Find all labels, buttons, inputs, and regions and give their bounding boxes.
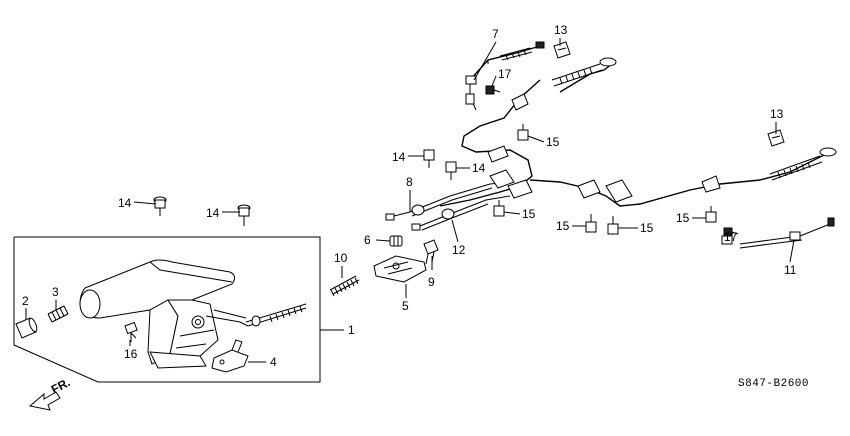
part-9-adjuster	[423, 239, 439, 265]
part-10-spring	[329, 275, 360, 297]
callout-15-b: 15	[522, 207, 536, 221]
callout-15-e: 15	[676, 211, 690, 225]
callout-2: 2	[22, 294, 29, 308]
callout-14-d: 14	[472, 161, 486, 175]
callout-17-b: 17	[724, 230, 738, 244]
right-cable-11	[529, 147, 837, 249]
callout-4: 4	[270, 355, 277, 369]
front-label: FR.	[49, 375, 73, 396]
clip-13-top	[553, 41, 571, 59]
callout-3: 3	[52, 285, 59, 299]
part-3-spring	[47, 305, 69, 323]
callout-15-c: 15	[556, 219, 570, 233]
callout-13-top: 13	[554, 23, 568, 37]
callout-12: 12	[452, 243, 466, 257]
callout-14-a: 14	[118, 196, 132, 210]
callout-16: 16	[124, 347, 138, 361]
leader-lines	[25, 38, 795, 363]
callout-6: 6	[364, 233, 371, 247]
callout-15-d: 15	[640, 221, 654, 235]
callout-11: 11	[784, 263, 797, 277]
front-direction-arrow: FR.	[28, 375, 73, 411]
callout-14-c: 14	[392, 150, 406, 164]
callout-9: 9	[428, 275, 435, 289]
diagram-code: S847-B2600	[738, 378, 809, 390]
part-6-nut	[389, 235, 403, 247]
callout-14-b: 14	[206, 206, 220, 220]
main-cable-8-12	[385, 57, 617, 231]
callout-8: 8	[406, 175, 413, 189]
callout-15-a: 15	[546, 135, 560, 149]
callout-5: 5	[402, 299, 409, 313]
part-4-switch	[211, 339, 249, 373]
callout-7: 7	[492, 27, 499, 41]
lever-assembly-box	[13, 236, 321, 383]
part-5-equalizer	[373, 255, 427, 283]
part-2-cap	[15, 317, 38, 339]
callout-10: 10	[334, 251, 348, 265]
callout-labels: 1 2 3 4 5 6 7 8 9 10 11 12 13 13 14 14 1…	[22, 23, 797, 369]
parking-brake-lever	[79, 259, 307, 369]
callout-1: 1	[348, 323, 355, 337]
part-16-bolt	[124, 321, 138, 342]
callout-13-right: 13	[770, 107, 784, 121]
callout-17-a: 17	[498, 67, 512, 81]
front-cable-7	[465, 41, 545, 111]
